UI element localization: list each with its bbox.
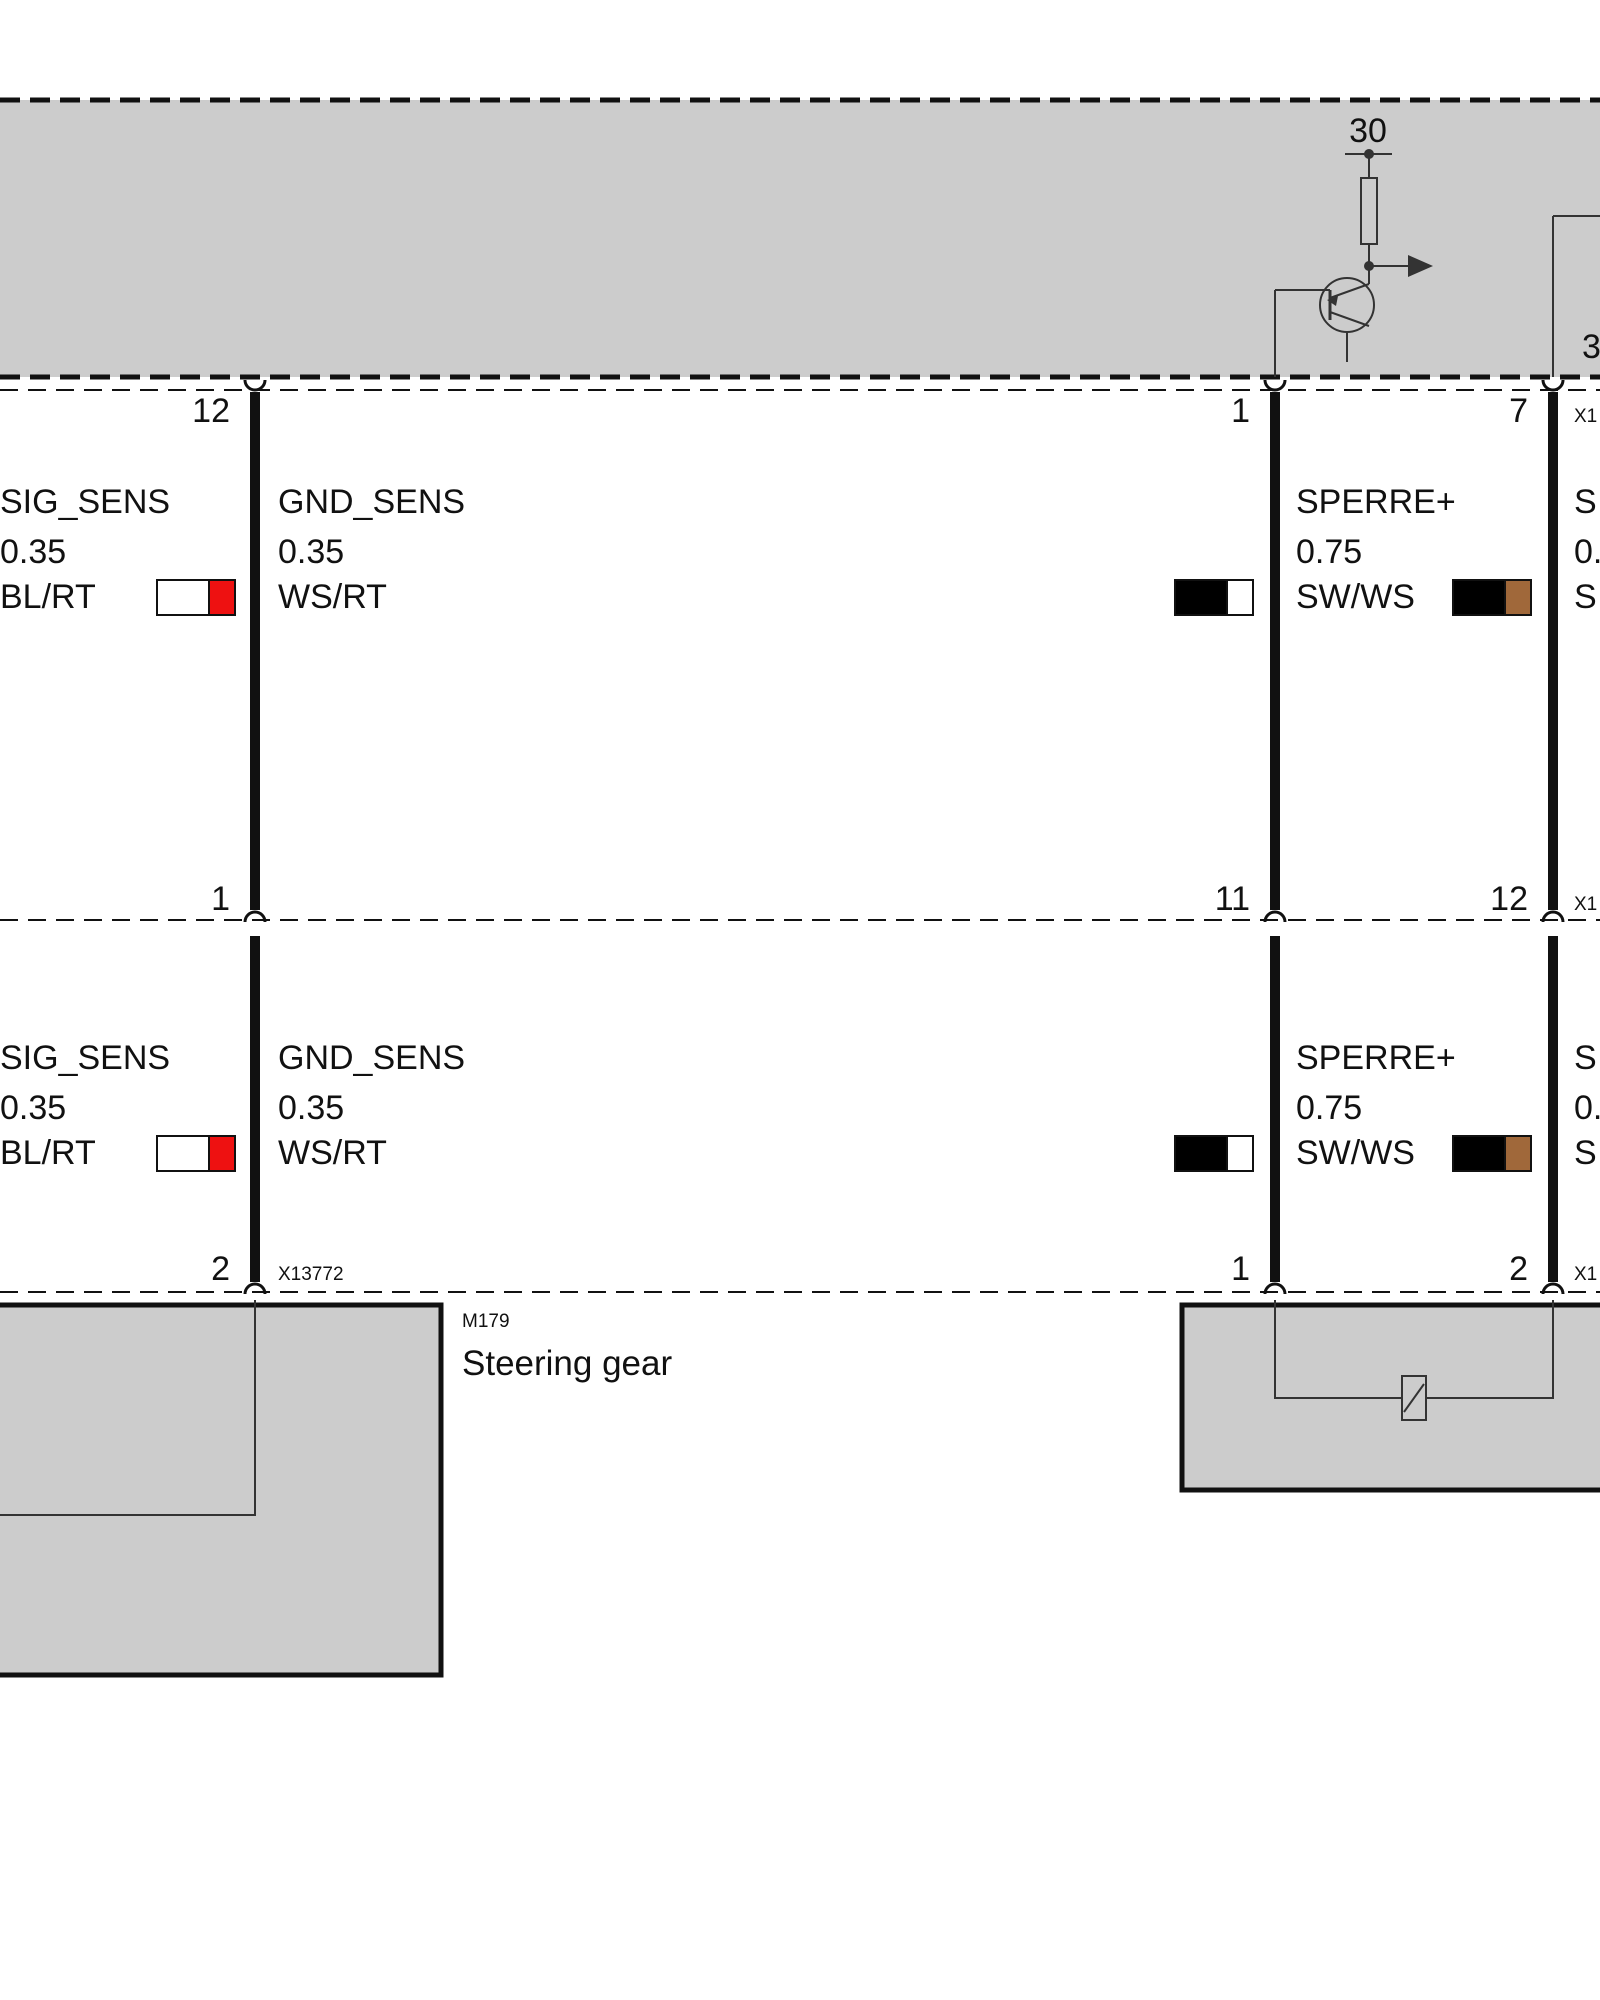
wire-size: 0.75 bbox=[1296, 533, 1362, 571]
steering-gear-body bbox=[0, 1302, 444, 1678]
actuator-internal-wire bbox=[1274, 1300, 1402, 1399]
pin-symbols bbox=[243, 379, 1565, 1295]
steering-gear-component bbox=[0, 1300, 444, 1678]
middle-pin-w1: 1 bbox=[211, 880, 230, 918]
color-swatch-black-white bbox=[1174, 1135, 1254, 1172]
color-swatch-black-brown bbox=[1452, 579, 1532, 616]
color-swatch-white-red bbox=[156, 579, 236, 616]
wire-color: SW/WS bbox=[1296, 578, 1415, 616]
partial-pin-label: 3 bbox=[1582, 328, 1600, 366]
wire-color: BL/RT bbox=[0, 1134, 96, 1172]
pin-symbol bbox=[1263, 1282, 1287, 1295]
wire-name: SIG_SENS bbox=[0, 483, 170, 521]
lower-left-pin-w1: 2 bbox=[211, 1250, 230, 1288]
lower-right-pin-w3: 2 bbox=[1509, 1250, 1528, 1288]
middle-pin-w2: 11 bbox=[1215, 880, 1250, 918]
upper-pin-w3: 7 bbox=[1509, 392, 1528, 430]
wire-size: 0.35 bbox=[278, 1089, 344, 1127]
wire-name: GND_SENS bbox=[278, 1039, 465, 1077]
component-name: Steering gear bbox=[462, 1344, 672, 1383]
pin-symbol bbox=[243, 379, 267, 392]
color-swatch-black-brown bbox=[1452, 1135, 1532, 1172]
pin-symbol bbox=[1263, 379, 1287, 392]
lower-left-connector-id: X13772 bbox=[278, 1264, 344, 1285]
lower-wire-labels: SIG_SENS 0.35 BL/RT GND_SENS 0.35 WS/RT … bbox=[0, 1039, 1600, 1172]
lock-actuator-component bbox=[1179, 1300, 1600, 1493]
transistor-icon bbox=[1274, 266, 1375, 377]
wire-name: SPERRE+ bbox=[1296, 1039, 1456, 1077]
pin-symbol bbox=[1541, 1282, 1565, 1295]
wire-color: BL/RT bbox=[0, 578, 96, 616]
control-unit: 30 3 bbox=[0, 97, 1600, 380]
wire-size: 0.35 bbox=[278, 533, 344, 571]
wire-size: 0.35 bbox=[0, 1089, 66, 1127]
upper-pin-w1: 12 bbox=[192, 392, 230, 430]
wire-color: S bbox=[1574, 578, 1597, 616]
upper-connector-id: X1 bbox=[1574, 406, 1597, 427]
wire-size: 0.75 bbox=[1296, 1089, 1362, 1127]
output-arrow-icon bbox=[1408, 255, 1433, 277]
solenoid-coil-icon bbox=[1401, 1375, 1427, 1421]
wire-name: SPERRE+ bbox=[1296, 483, 1456, 521]
control-unit-body bbox=[0, 100, 1600, 377]
wire-color: WS/RT bbox=[278, 578, 387, 616]
pin-symbol bbox=[243, 1282, 267, 1295]
pin-symbol bbox=[243, 910, 267, 923]
wire-name: S bbox=[1574, 483, 1597, 521]
pin-symbol bbox=[1541, 910, 1565, 923]
wire-color: SW/WS bbox=[1296, 1134, 1415, 1172]
component-id: M179 bbox=[462, 1311, 510, 1332]
pin-symbol bbox=[1263, 910, 1287, 923]
color-swatch-white-red bbox=[156, 1135, 236, 1172]
upper-pin-w2: 1 bbox=[1231, 392, 1250, 430]
wire-name: S bbox=[1574, 1039, 1597, 1077]
lower-right-connector-id: X1 bbox=[1574, 1264, 1597, 1285]
wire-size: 0. bbox=[1574, 1089, 1600, 1127]
wire-size: 0. bbox=[1574, 533, 1600, 571]
pin-symbol bbox=[1541, 379, 1565, 392]
wire-color: S bbox=[1574, 1134, 1597, 1172]
lower-right-pin-w2: 1 bbox=[1231, 1250, 1250, 1288]
wire-size: 0.35 bbox=[0, 533, 66, 571]
upper-wire-labels: SIG_SENS 0.35 BL/RT GND_SENS 0.35 WS/RT … bbox=[0, 483, 1600, 616]
middle-pin-w3: 12 bbox=[1490, 880, 1528, 918]
color-swatch-black-white bbox=[1174, 579, 1254, 616]
wire-name: GND_SENS bbox=[278, 483, 465, 521]
middle-connector-id: X1 bbox=[1574, 894, 1597, 915]
supply-terminal-label: 30 bbox=[1349, 112, 1387, 150]
wire-color: WS/RT bbox=[278, 1134, 387, 1172]
wire-name: SIG_SENS bbox=[0, 1039, 170, 1077]
steering-gear-internal-wire bbox=[0, 1300, 256, 1516]
actuator-internal-wire bbox=[1426, 1300, 1554, 1399]
